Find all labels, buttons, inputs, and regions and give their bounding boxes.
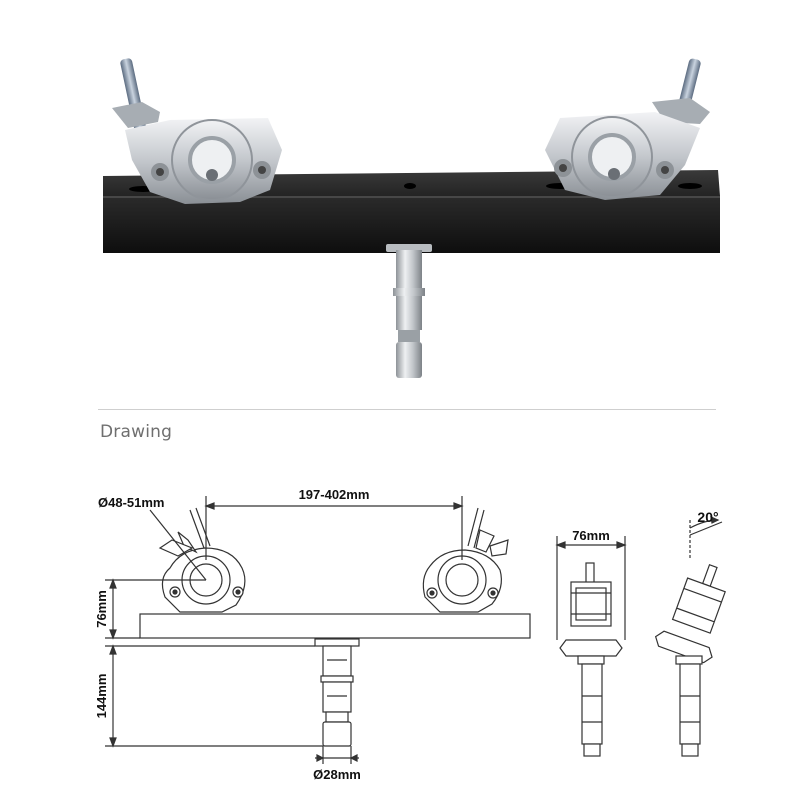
dim-clamp-spacing	[204, 496, 464, 560]
left-clamp-photo	[112, 58, 282, 204]
bar-outline	[139, 613, 531, 639]
label-spigot-length: 144mm	[94, 674, 109, 719]
technical-drawing: Ø48-51mm 197-402mm 76mm 144mm Ø28mm 76mm…	[94, 487, 726, 782]
label-clamp-spacing: 197-402mm	[299, 487, 370, 502]
label-bar-height: 76mm	[94, 590, 109, 628]
leader-clamp-diameter	[149, 509, 207, 581]
side-view	[555, 536, 627, 757]
section-divider	[98, 409, 716, 410]
spigot-outline	[314, 638, 360, 747]
tilted-view	[654, 516, 726, 757]
label-side-width: 76mm	[572, 528, 610, 543]
right-clamp-photo	[545, 58, 710, 200]
right-clamp-outline	[422, 507, 509, 613]
label-tilt-angle: 20°	[697, 509, 718, 525]
dim-spigot-diameter	[315, 746, 359, 764]
dim-spigot-length	[105, 644, 323, 748]
label-clamp-diameter: Ø48-51mm	[98, 495, 164, 510]
product-photo	[103, 58, 720, 378]
label-spigot-diameter: Ø28mm	[313, 767, 361, 782]
left-clamp-outline	[158, 507, 246, 613]
spigot-photo	[386, 244, 432, 378]
section-title: Drawing	[100, 422, 173, 442]
dim-bar-height	[105, 578, 206, 640]
